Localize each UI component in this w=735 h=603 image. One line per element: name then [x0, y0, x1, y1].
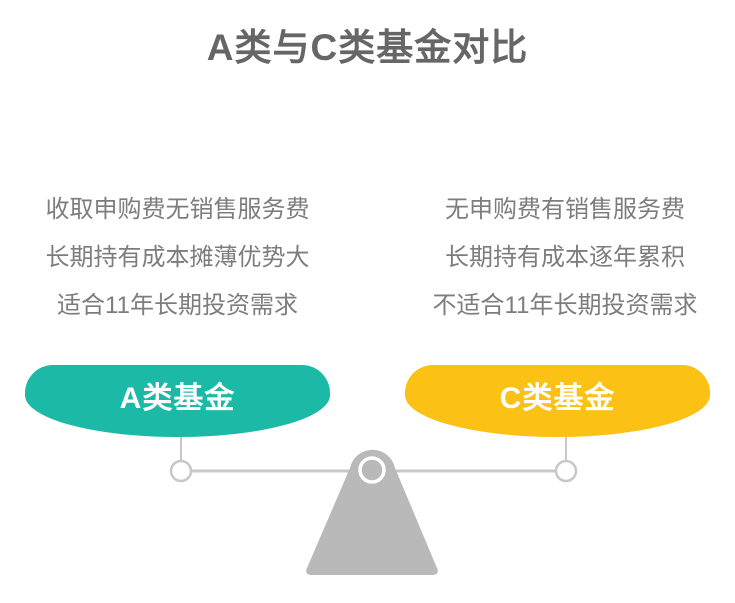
a-fund-points: 收取申购费无销售服务费 长期持有成本摊薄优势大 适合11年长期投资需求 [15, 186, 340, 330]
c-fund-pan: C类基金 [405, 365, 710, 437]
comparison-point: 收取申购费无销售服务费 [45, 196, 310, 223]
a-fund-label: A类基金 [119, 382, 236, 415]
page-title: A类与C类基金对比 [206, 27, 529, 68]
balance-scale-icon [169, 437, 578, 575]
comparison-point: 长期持有成本摊薄优势大 [45, 244, 310, 271]
comparison-point: 适合11年长期投资需求 [57, 292, 298, 319]
fulcrum-triangle-icon [306, 449, 438, 575]
comparison-point: 无申购费有销售服务费 [445, 196, 685, 223]
a-fund-pan: A类基金 [25, 365, 330, 437]
pivot-ring-icon [358, 456, 386, 484]
left-hanger-circle-icon [169, 459, 193, 483]
c-fund-label: C类基金 [499, 382, 616, 415]
c-fund-points: 无申购费有销售服务费 长期持有成本逐年累积 不适合11年长期投资需求 [400, 186, 730, 330]
comparison-point: 不适合11年长期投资需求 [432, 292, 698, 319]
right-hanger-circle-icon [554, 459, 578, 483]
comparison-point: 长期持有成本逐年累积 [445, 244, 685, 271]
